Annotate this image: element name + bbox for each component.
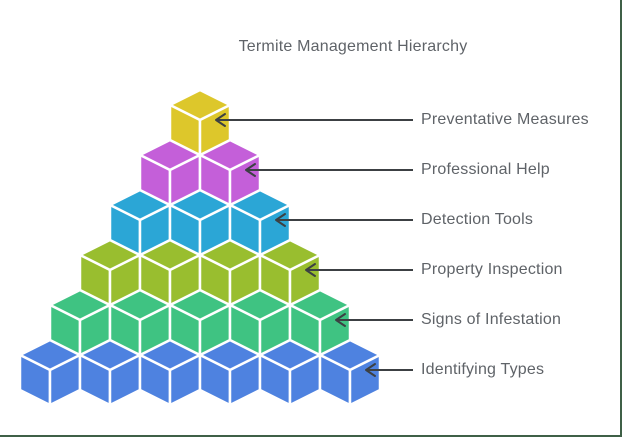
arrow-head-icon — [275, 213, 286, 227]
arrow-head-icon — [305, 263, 316, 277]
cube-right-face — [318, 303, 352, 357]
callout-arrow-5 — [335, 313, 413, 327]
cube-right-face — [258, 203, 292, 257]
arrow-head-icon — [365, 363, 376, 377]
callout-arrow-1 — [215, 113, 413, 127]
cube-right-face — [198, 103, 232, 157]
pyramid-level-1 — [168, 88, 232, 157]
cube-right-face — [228, 153, 262, 207]
callout-arrow-4 — [305, 263, 413, 277]
level-label-detection-tools: Detection Tools — [421, 211, 534, 228]
level-label-signs-of-infestation: Signs of Infestation — [421, 311, 562, 328]
cube-right-face — [288, 253, 322, 307]
page-title: Termite Management Hierarchy — [238, 38, 468, 55]
level-label-identifying-types: Identifying Types — [421, 361, 545, 378]
pyramid-level-5 — [48, 288, 352, 357]
pyramid-level-6 — [18, 338, 382, 407]
arrow-head-icon — [335, 313, 346, 327]
callout-arrow-3 — [275, 213, 413, 227]
pyramid-level-3 — [108, 188, 292, 257]
cube-right-face — [348, 353, 382, 407]
arrow-head-icon — [215, 113, 226, 127]
arrow-head-icon — [245, 163, 256, 177]
level-label-property-inspection: Property Inspection — [421, 261, 563, 278]
level-label-professional-help: Professional Help — [421, 161, 550, 178]
callout-arrow-2 — [245, 163, 413, 177]
callout-arrow-6 — [365, 363, 413, 377]
pyramid-level-2 — [138, 138, 262, 207]
level-label-preventative-measures: Preventative Measures — [421, 111, 589, 128]
